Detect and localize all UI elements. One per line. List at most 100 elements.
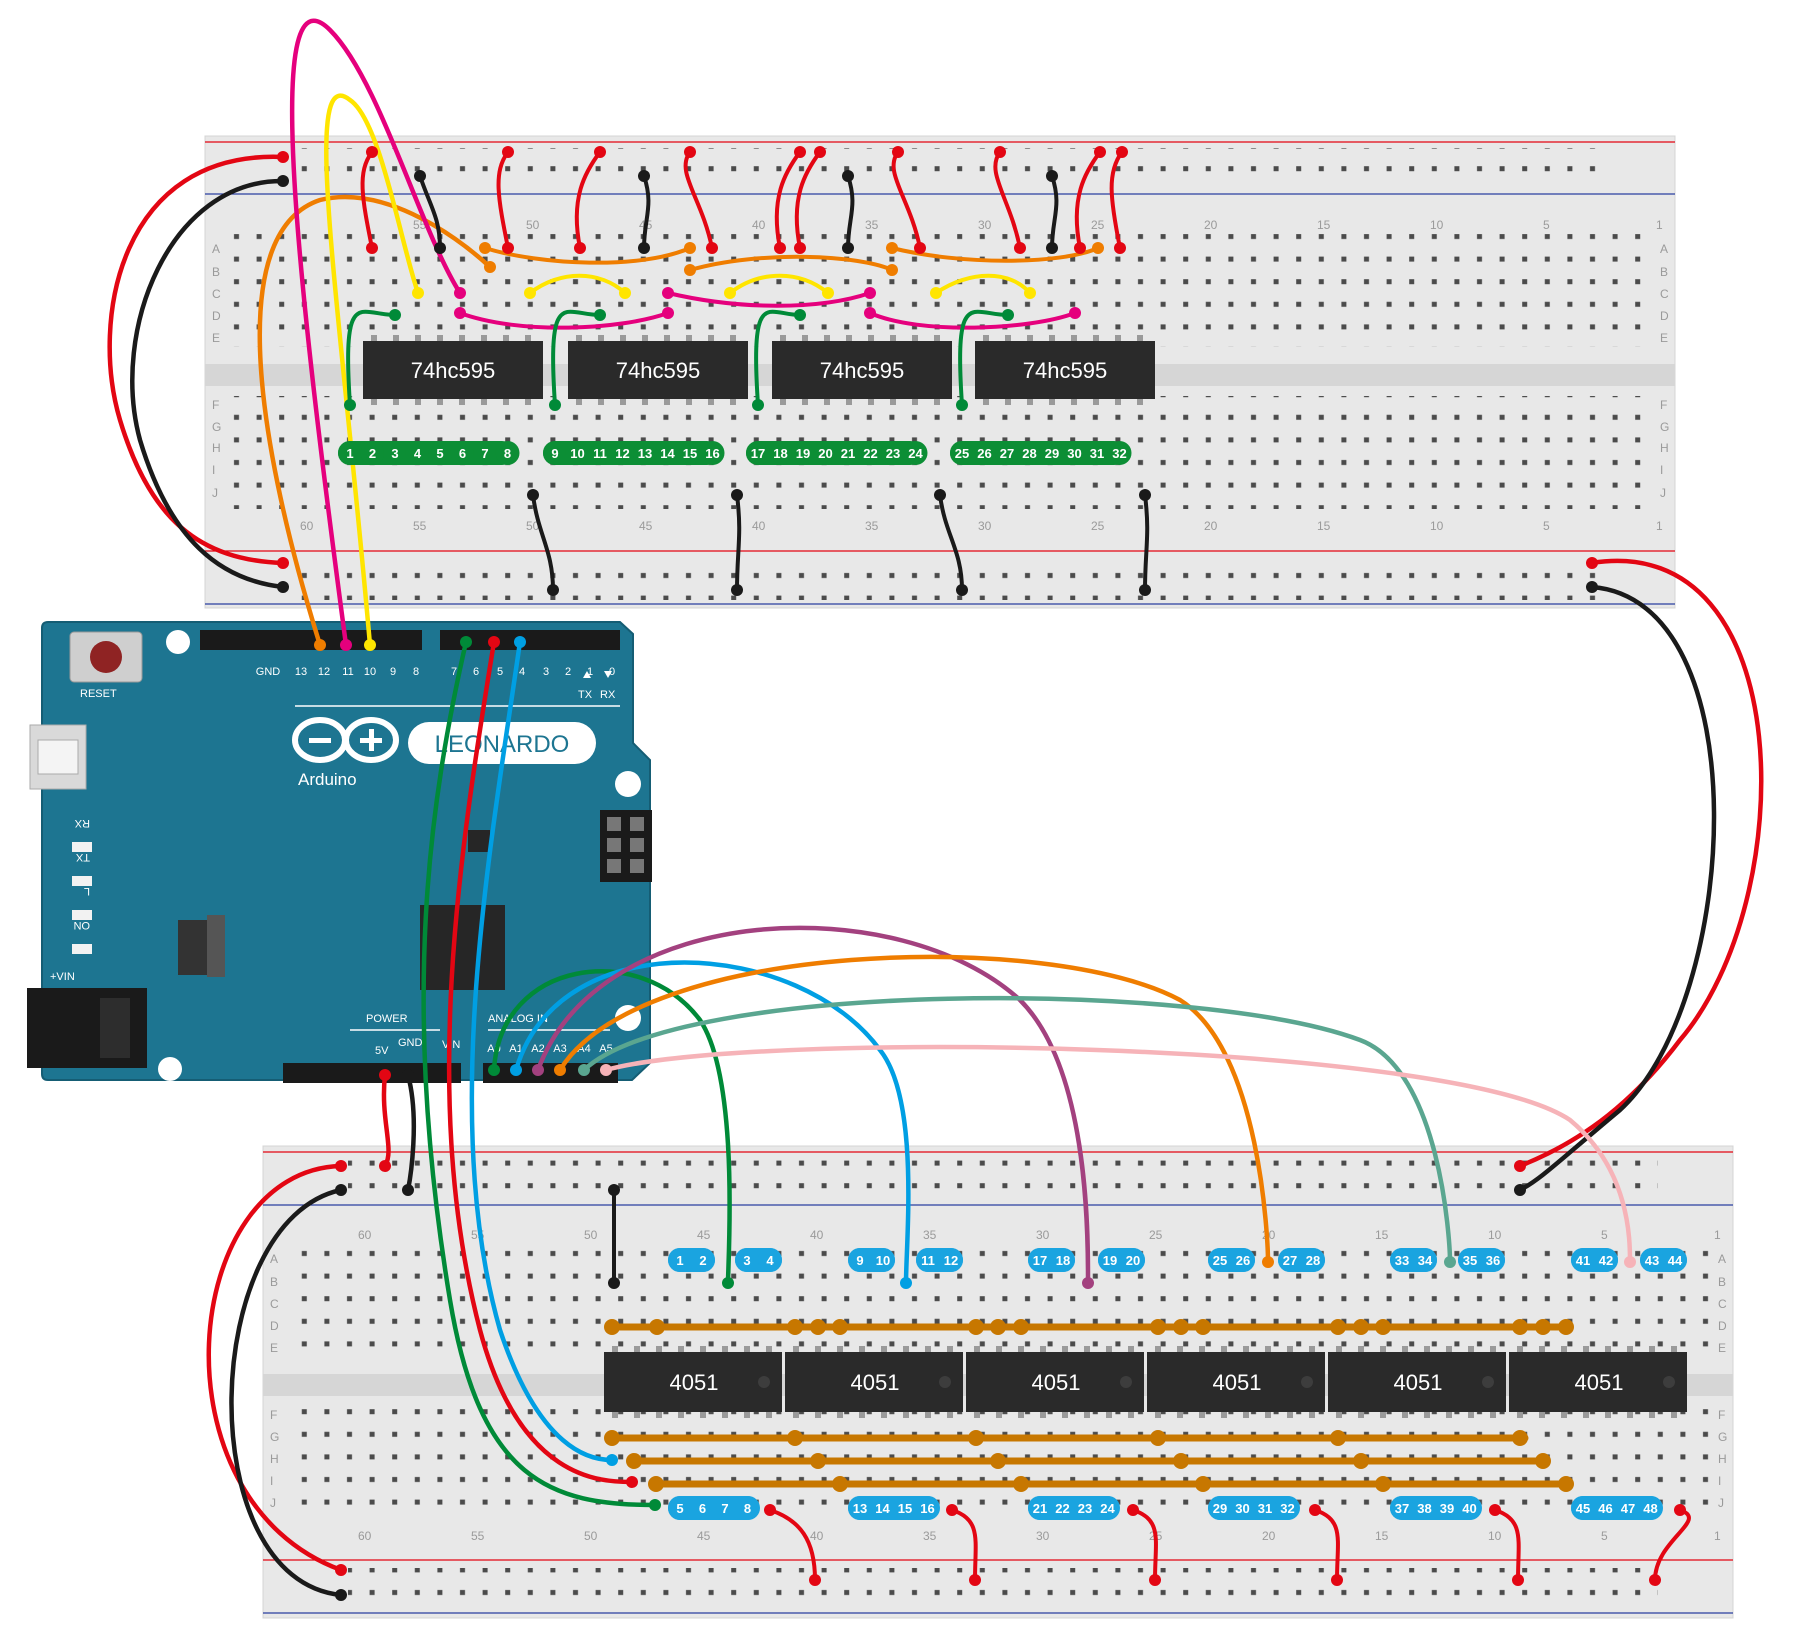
wire-endpoint <box>594 309 606 321</box>
analog-pin-label: A3 <box>553 1043 566 1055</box>
badge-number: 5 <box>436 446 443 461</box>
wire-endpoint <box>340 639 352 651</box>
led-label: ON <box>73 919 90 931</box>
column-number: 15 <box>1375 1529 1389 1543</box>
pin-number-badge: 23 <box>881 441 905 465</box>
power-5v-label: 5V <box>375 1045 389 1057</box>
column-number: 20 <box>1204 519 1218 533</box>
wire-red <box>1131 1508 1158 1582</box>
column-number: 50 <box>584 1529 598 1543</box>
wire-red <box>446 639 635 1485</box>
wire-endpoint <box>366 146 378 158</box>
badge-number: 12 <box>944 1253 958 1268</box>
badge-number: 25 <box>1213 1253 1227 1268</box>
badge-number: 44 <box>1668 1253 1683 1268</box>
wire-endpoint <box>1082 1277 1094 1289</box>
row-letter: C <box>212 287 221 301</box>
row-letter: G <box>212 420 221 434</box>
row-letter: A <box>270 1252 278 1266</box>
column-number: 25 <box>1149 1228 1163 1242</box>
badge-number: 2 <box>699 1253 706 1268</box>
wire-endpoint <box>547 584 559 596</box>
row-letter: I <box>212 463 215 477</box>
wire-black <box>229 1187 344 1598</box>
wire-green <box>754 309 802 407</box>
led-label: RX <box>74 817 90 829</box>
pin-number-badge: 28 <box>1301 1248 1325 1272</box>
analog-header[interactable] <box>483 1063 618 1083</box>
column-number: 10 <box>1488 1529 1502 1543</box>
wire-black <box>735 493 742 592</box>
chip-label: 4051 <box>670 1370 719 1395</box>
column-number: 45 <box>697 1228 711 1242</box>
row-letter: H <box>212 441 221 455</box>
wire-endpoint <box>662 287 674 299</box>
wire-endpoint <box>502 146 514 158</box>
row-letter: B <box>1660 265 1668 279</box>
column-number: 35 <box>923 1228 937 1242</box>
row-letter: I <box>270 1474 273 1488</box>
wire-endpoint <box>930 287 942 299</box>
reset-button[interactable] <box>69 631 143 683</box>
wire-black <box>846 174 855 250</box>
column-number: 35 <box>865 218 879 232</box>
wire-yellow <box>728 273 830 295</box>
wire-magenta <box>666 291 872 308</box>
digital-header-right[interactable] <box>440 630 620 650</box>
pin-number-badge: 41 <box>1571 1248 1595 1272</box>
dip-chip-icon <box>785 1352 963 1412</box>
badge-number: 35 <box>1463 1253 1477 1268</box>
wire-red <box>683 150 714 250</box>
wire-endpoint <box>864 307 876 319</box>
wire-endpoint <box>1674 1504 1686 1516</box>
column-number: 1 <box>1714 1529 1721 1543</box>
pin-number-badge: 21 <box>836 441 860 465</box>
wire-red <box>1313 1508 1340 1582</box>
wire-endpoint <box>1116 146 1128 158</box>
column-number: 50 <box>584 1228 598 1242</box>
badge-number: 1 <box>676 1253 683 1268</box>
badge-number: 45 <box>1576 1501 1590 1516</box>
pin-number-badge: 34 <box>1413 1248 1437 1272</box>
row-letter: G <box>1660 420 1669 434</box>
power-jack[interactable] <box>27 988 147 1068</box>
badge-number: 20 <box>1126 1253 1140 1268</box>
row-letter: C <box>1718 1297 1727 1311</box>
badge-number: 47 <box>1621 1501 1635 1516</box>
badge-number: 6 <box>459 446 466 461</box>
badge-number: 5 <box>676 1501 683 1516</box>
row-letter: A <box>1718 1252 1726 1266</box>
wire-endpoint <box>277 581 289 593</box>
pin-number-badge: 29 <box>1040 441 1064 465</box>
badge-number: 18 <box>773 446 787 461</box>
badge-number: 28 <box>1306 1253 1320 1268</box>
dip-chip-icon <box>363 341 543 399</box>
pin-number-badge: 38 <box>1412 1496 1437 1520</box>
usb-port[interactable] <box>29 724 87 790</box>
column-number: 5 <box>1543 519 1550 533</box>
pin-number-badge: 16 <box>915 1496 940 1520</box>
power-header[interactable] <box>283 1063 461 1083</box>
pin-number-badge: 11 <box>916 1248 940 1272</box>
wire-endpoint <box>1514 1160 1526 1172</box>
wire-yellow <box>528 273 627 295</box>
badge-number: 29 <box>1045 446 1059 461</box>
badge-number: 6 <box>699 1501 706 1516</box>
badge-number: 31 <box>1090 446 1104 461</box>
wire-endpoint <box>578 1064 590 1076</box>
wire-green <box>491 969 732 1286</box>
dip-chip-icon <box>1147 1352 1325 1412</box>
pin-number-badge: 43 <box>1640 1248 1664 1272</box>
pin-number-badge: 10 <box>565 441 590 465</box>
pin-number-badge: 40 <box>1457 1496 1482 1520</box>
wire-endpoint <box>549 399 561 411</box>
wire-endpoint <box>1046 242 1058 254</box>
wire-red <box>206 1163 344 1573</box>
digital-pin-label: 4 <box>519 666 525 678</box>
digital-header-left[interactable] <box>200 630 422 650</box>
wire-endpoint <box>684 146 696 158</box>
wire-endpoint <box>1649 1574 1661 1586</box>
badge-number: 3 <box>391 446 398 461</box>
